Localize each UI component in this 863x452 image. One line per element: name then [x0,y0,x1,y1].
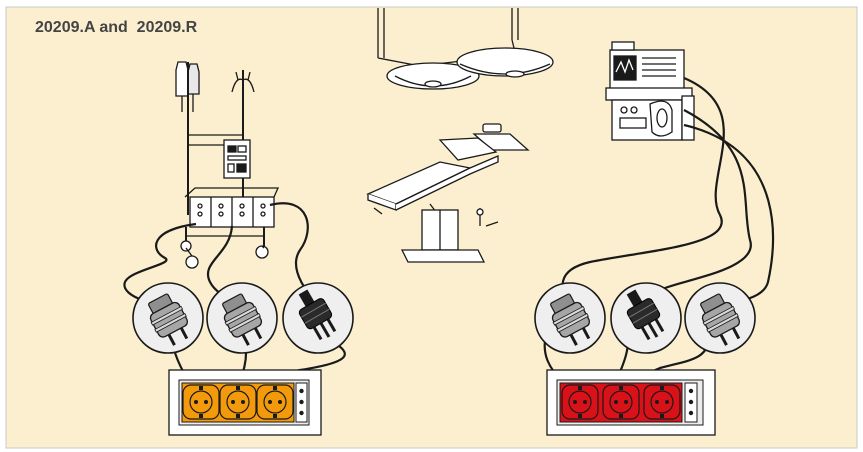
schuko-plug-icon [533,281,607,355]
socket-icon [256,384,294,420]
schuko-plug-icon [683,281,757,355]
ceiling-surgical-lamp-icon [377,8,554,90]
schuko-plug-icon [205,281,279,355]
right-socket-strip-icon [546,369,716,436]
socket-icon [643,384,681,420]
left-plug-group [131,281,355,355]
three-pin-plug-icon [609,281,683,355]
left-socket-strip-icon [168,369,322,436]
socket-icon [219,384,257,420]
diagram-caption: 20209.A and 20209.R [35,19,198,36]
schuko-plug-icon [131,281,205,355]
three-pin-plug-icon [281,281,355,355]
anaesthesia-monitor-unit-icon [605,41,695,141]
right-plug-group [533,281,757,355]
socket-icon [602,384,640,420]
socket-icon [561,384,599,420]
medical-cart-with-iv-stand-icon [175,61,280,269]
socket-icon [182,384,220,420]
operating-table-icon [366,123,530,263]
